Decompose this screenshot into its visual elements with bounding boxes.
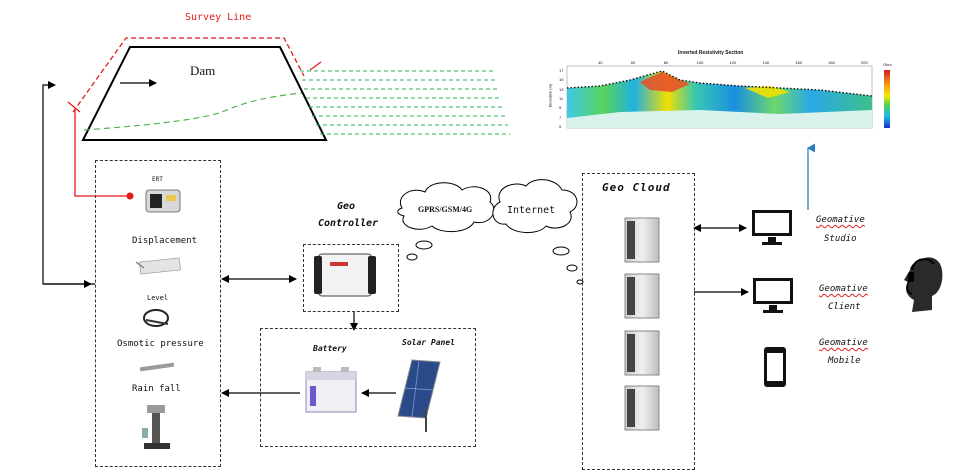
solar-panel-label: Solar Panel	[402, 338, 455, 347]
colorbar-unit: Ohm	[883, 62, 892, 67]
server-3-icon	[624, 330, 660, 376]
mobile-phone-icon	[764, 347, 786, 387]
dam-body	[81, 46, 328, 141]
water-lines	[300, 70, 510, 135]
server-2-icon	[624, 273, 660, 319]
solar-panel-icon	[397, 359, 441, 432]
displacement-label: Displacement	[132, 236, 198, 246]
x-tick-label: 140	[762, 60, 770, 65]
colorbar	[884, 70, 890, 128]
geo-cloud-box	[582, 173, 695, 470]
survey-line-path	[72, 37, 305, 113]
sensor-box	[95, 160, 221, 467]
y-tick-label: 17	[559, 68, 564, 73]
level-sensor-icon	[143, 309, 169, 327]
x-tick-label: 100	[696, 60, 704, 65]
x-tick-label: 160	[795, 60, 802, 65]
studio-label-2: Studio	[824, 234, 857, 244]
network-cloud-icon	[397, 179, 584, 285]
controller-label-2: Controller	[318, 218, 379, 229]
osmotic-label: Osmotic pressure	[117, 339, 204, 349]
x-tick-label: 40	[598, 60, 603, 65]
x-tick-label: 180	[828, 60, 835, 65]
mobile-label-2: Mobile	[828, 356, 861, 366]
ert-device-icon	[145, 189, 181, 213]
resistivity-y-axis: Elevation (m)	[547, 83, 553, 108]
survey-line-label: Survey Line	[185, 12, 252, 23]
resistivity-deep	[567, 110, 872, 128]
power-box	[260, 328, 476, 447]
resistivity-section	[566, 65, 890, 129]
level-label: Level	[147, 294, 169, 302]
survey-marker-left	[67, 101, 81, 113]
controller-box	[303, 244, 399, 312]
monitor-studio-icon	[752, 210, 792, 245]
x-tick-label: 120	[729, 60, 737, 65]
electrode-line	[566, 70, 873, 97]
geo-controller-icon	[314, 253, 376, 297]
gprs-label: GPRS/GSM/4G	[418, 205, 473, 214]
server-4-icon	[624, 385, 660, 431]
dam-to-sensors-connection	[42, 81, 95, 288]
x-tick-label: 60	[630, 60, 636, 65]
studio-label-1: Geomative	[816, 215, 865, 225]
ert-label: ERT	[152, 176, 163, 183]
internet-label: Internet	[507, 205, 556, 216]
y-tick-label: 5	[559, 124, 562, 129]
x-tick-label: 80	[663, 60, 669, 65]
battery-label: Battery	[313, 344, 347, 353]
server-stack	[624, 217, 660, 431]
operator-headset-icon	[904, 257, 943, 312]
survey-marker-right	[309, 61, 322, 71]
dam-label: Dam	[190, 63, 216, 78]
y-tick-label: 11	[559, 96, 564, 101]
geo-cloud-title: Geo Cloud	[602, 181, 671, 194]
battery-icon	[305, 367, 357, 413]
resistivity-hotspot	[640, 72, 690, 92]
dam-section	[67, 37, 510, 141]
resistivity-hotspot-2	[745, 86, 790, 98]
client-label-1: Geomative	[819, 284, 868, 294]
ert-connection	[74, 110, 134, 200]
osmotic-sensor-icon	[139, 362, 175, 372]
y-tick-label: 9	[559, 105, 562, 111]
rainfall-label: Rain fall	[132, 384, 181, 394]
server-1-icon	[624, 217, 660, 263]
y-tick-label: 7	[559, 114, 562, 120]
rain-gauge-icon	[142, 405, 170, 449]
monitor-client-icon	[753, 278, 793, 313]
controller-label-1: Geo	[337, 201, 356, 212]
x-tick-label: 200	[861, 60, 868, 65]
mobile-label-1: Geomative	[819, 338, 868, 348]
displacement-sensor-icon	[135, 257, 181, 275]
y-tick-label: 15	[559, 77, 564, 83]
resistivity-title: Inverted Resistivity Section	[678, 50, 744, 56]
client-label-2: Client	[828, 302, 861, 312]
y-tick-label: 13	[559, 86, 564, 92]
